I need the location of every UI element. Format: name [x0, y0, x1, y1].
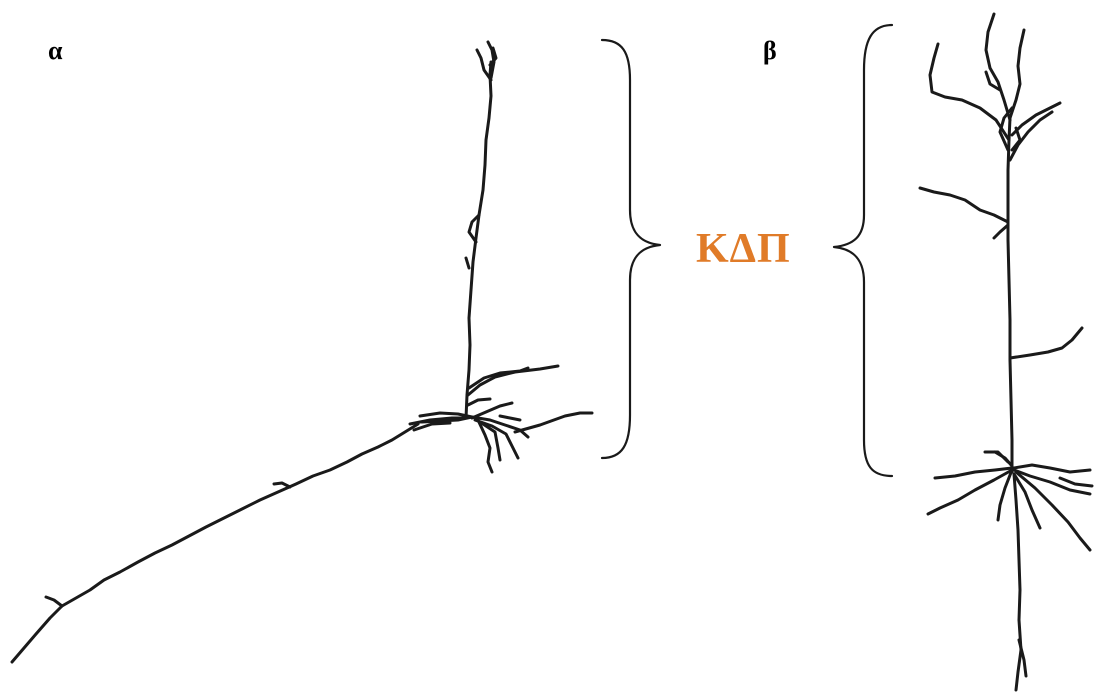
- neuron-b-basal-5: [1014, 465, 1090, 472]
- neuron-b-tuft-2: [986, 14, 1010, 120]
- neuron-b-basal-10: [985, 452, 1008, 462]
- neuron-a-basal-7: [500, 416, 520, 420]
- neuron-b-tuft-3: [1010, 30, 1024, 118]
- neuron-b-axon: [1014, 474, 1021, 690]
- neuron-a-axon: [12, 424, 418, 662]
- neuron-b-apical-dendrite: [1008, 118, 1012, 472]
- neuron-a-axon-collateral-2: [46, 597, 62, 606]
- neuron-b-side-branch-3: [1010, 328, 1082, 358]
- neuron-a-oblique-3: [468, 399, 490, 405]
- neuron-b-side-branch-2: [994, 225, 1008, 238]
- neuron-b-tuft-4: [1012, 103, 1060, 135]
- center-label: ΚΔΠ: [696, 228, 791, 270]
- neuron-b-tuft-1: [930, 44, 1009, 140]
- neuron-b-side-branch-1: [920, 188, 1008, 222]
- neuron-a-side-branch-2: [466, 258, 469, 268]
- panel-label-b: β: [763, 38, 777, 64]
- neuron-a-basal-6: [515, 413, 592, 432]
- neuron-b-tuft-7: [1012, 128, 1020, 150]
- neuron-a: [12, 42, 592, 662]
- neuron-a-apical-dendrite: [466, 62, 491, 418]
- brace-right: [602, 40, 660, 458]
- neuron-b: [920, 14, 1092, 690]
- panel-label-a: α: [48, 38, 63, 64]
- neuron-a-axon-collateral-1: [274, 483, 290, 487]
- brace-left: [834, 25, 892, 476]
- neuron-b-basal-9: [1060, 478, 1092, 486]
